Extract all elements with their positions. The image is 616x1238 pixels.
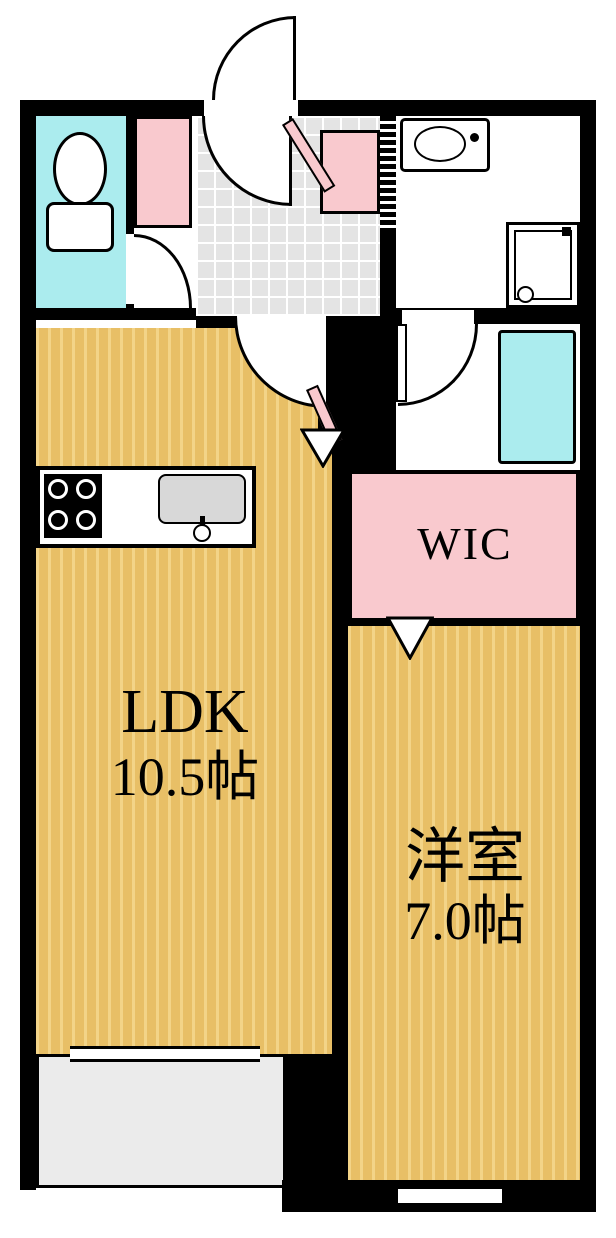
outer-wall-top [20,100,596,116]
washing-machine-knob [562,227,571,236]
washing-machine-drain-icon [517,286,534,303]
washbasin-bowl [414,126,466,162]
toilet-icon [53,132,107,206]
door-opening-triangle-icon [300,428,346,468]
ldk-name: LDK [121,678,249,746]
kitchen-faucet-icon [193,524,211,542]
wic-opening-triangle-icon [386,616,434,660]
stove-burner-icon [76,510,96,530]
balcony [36,1054,286,1188]
stove-burner-icon [48,479,68,499]
wic-room [348,470,580,622]
wall-block-center-lower [348,436,396,470]
outer-wall-right [580,100,596,1212]
bathtub-icon [498,330,576,464]
toilet-door-opening [126,234,134,304]
ldk-size: 10.5帖 [110,747,260,808]
sliding-door-hatch-icon [380,116,396,228]
entrance-door-swing-icon [212,16,296,100]
outer-wall-left [20,100,36,1190]
kitchen-sink-icon [158,474,246,524]
entry-cabinet [320,130,380,214]
bathroom-door-leaf [396,324,407,402]
western-room-name: 洋室 [405,824,525,890]
western-room [348,622,580,1180]
washbasin-faucet-icon [470,133,479,142]
stove-burner-icon [48,510,68,530]
entrance-opening [204,100,298,116]
entry-closet [134,116,192,228]
balcony-window [70,1046,260,1062]
bathroom-door-opening [402,310,474,324]
western-room-size: 7.0帖 [404,891,526,952]
wall-toilet-side [126,116,134,308]
wic-label: WIC [417,518,513,569]
wall-below-hatch [380,228,396,308]
ldk-room [36,328,332,1054]
toilet-door-swing-icon [134,234,192,308]
kitchen-faucet-stem [200,516,205,526]
stove-burner-icon [76,479,96,499]
toilet-tank [46,202,114,252]
wall-divider-ldk [332,434,348,1190]
bottom-window [398,1186,502,1206]
wall-block-bottom [286,1054,332,1192]
washing-machine-inner [514,230,572,300]
wall-under-toilet [20,308,196,320]
ldk-label: LDK 10.5帖 [55,678,315,808]
western-room-label: 洋室 7.0帖 [350,824,580,952]
